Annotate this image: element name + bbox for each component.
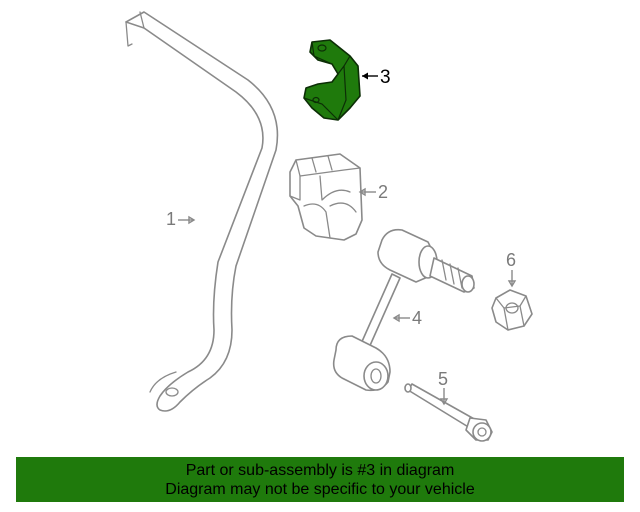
- footer-line-2: Diagram may not be specific to your vehi…: [165, 480, 475, 498]
- callout-5: 5: [438, 369, 448, 389]
- stabilizer-bar[interactable]: [125, 11, 279, 412]
- callout-1: 1: [166, 209, 176, 229]
- bushing[interactable]: [289, 153, 363, 241]
- callout-4: 4: [412, 308, 422, 328]
- parts-diagram: 1 2 3 4: [125, 11, 533, 442]
- nut[interactable]: [491, 289, 533, 331]
- bolt[interactable]: [404, 383, 493, 442]
- footer-banner: Part or sub-assembly is #3 in diagram Di…: [16, 457, 624, 502]
- bushing-bracket[interactable]: [303, 39, 361, 121]
- callout-2: 2: [378, 182, 388, 202]
- callout-6: 6: [506, 250, 516, 270]
- stabilizer-link[interactable]: [332, 228, 475, 392]
- footer-line-1: Part or sub-assembly is #3 in diagram: [185, 461, 455, 479]
- callout-3: 3: [380, 67, 391, 88]
